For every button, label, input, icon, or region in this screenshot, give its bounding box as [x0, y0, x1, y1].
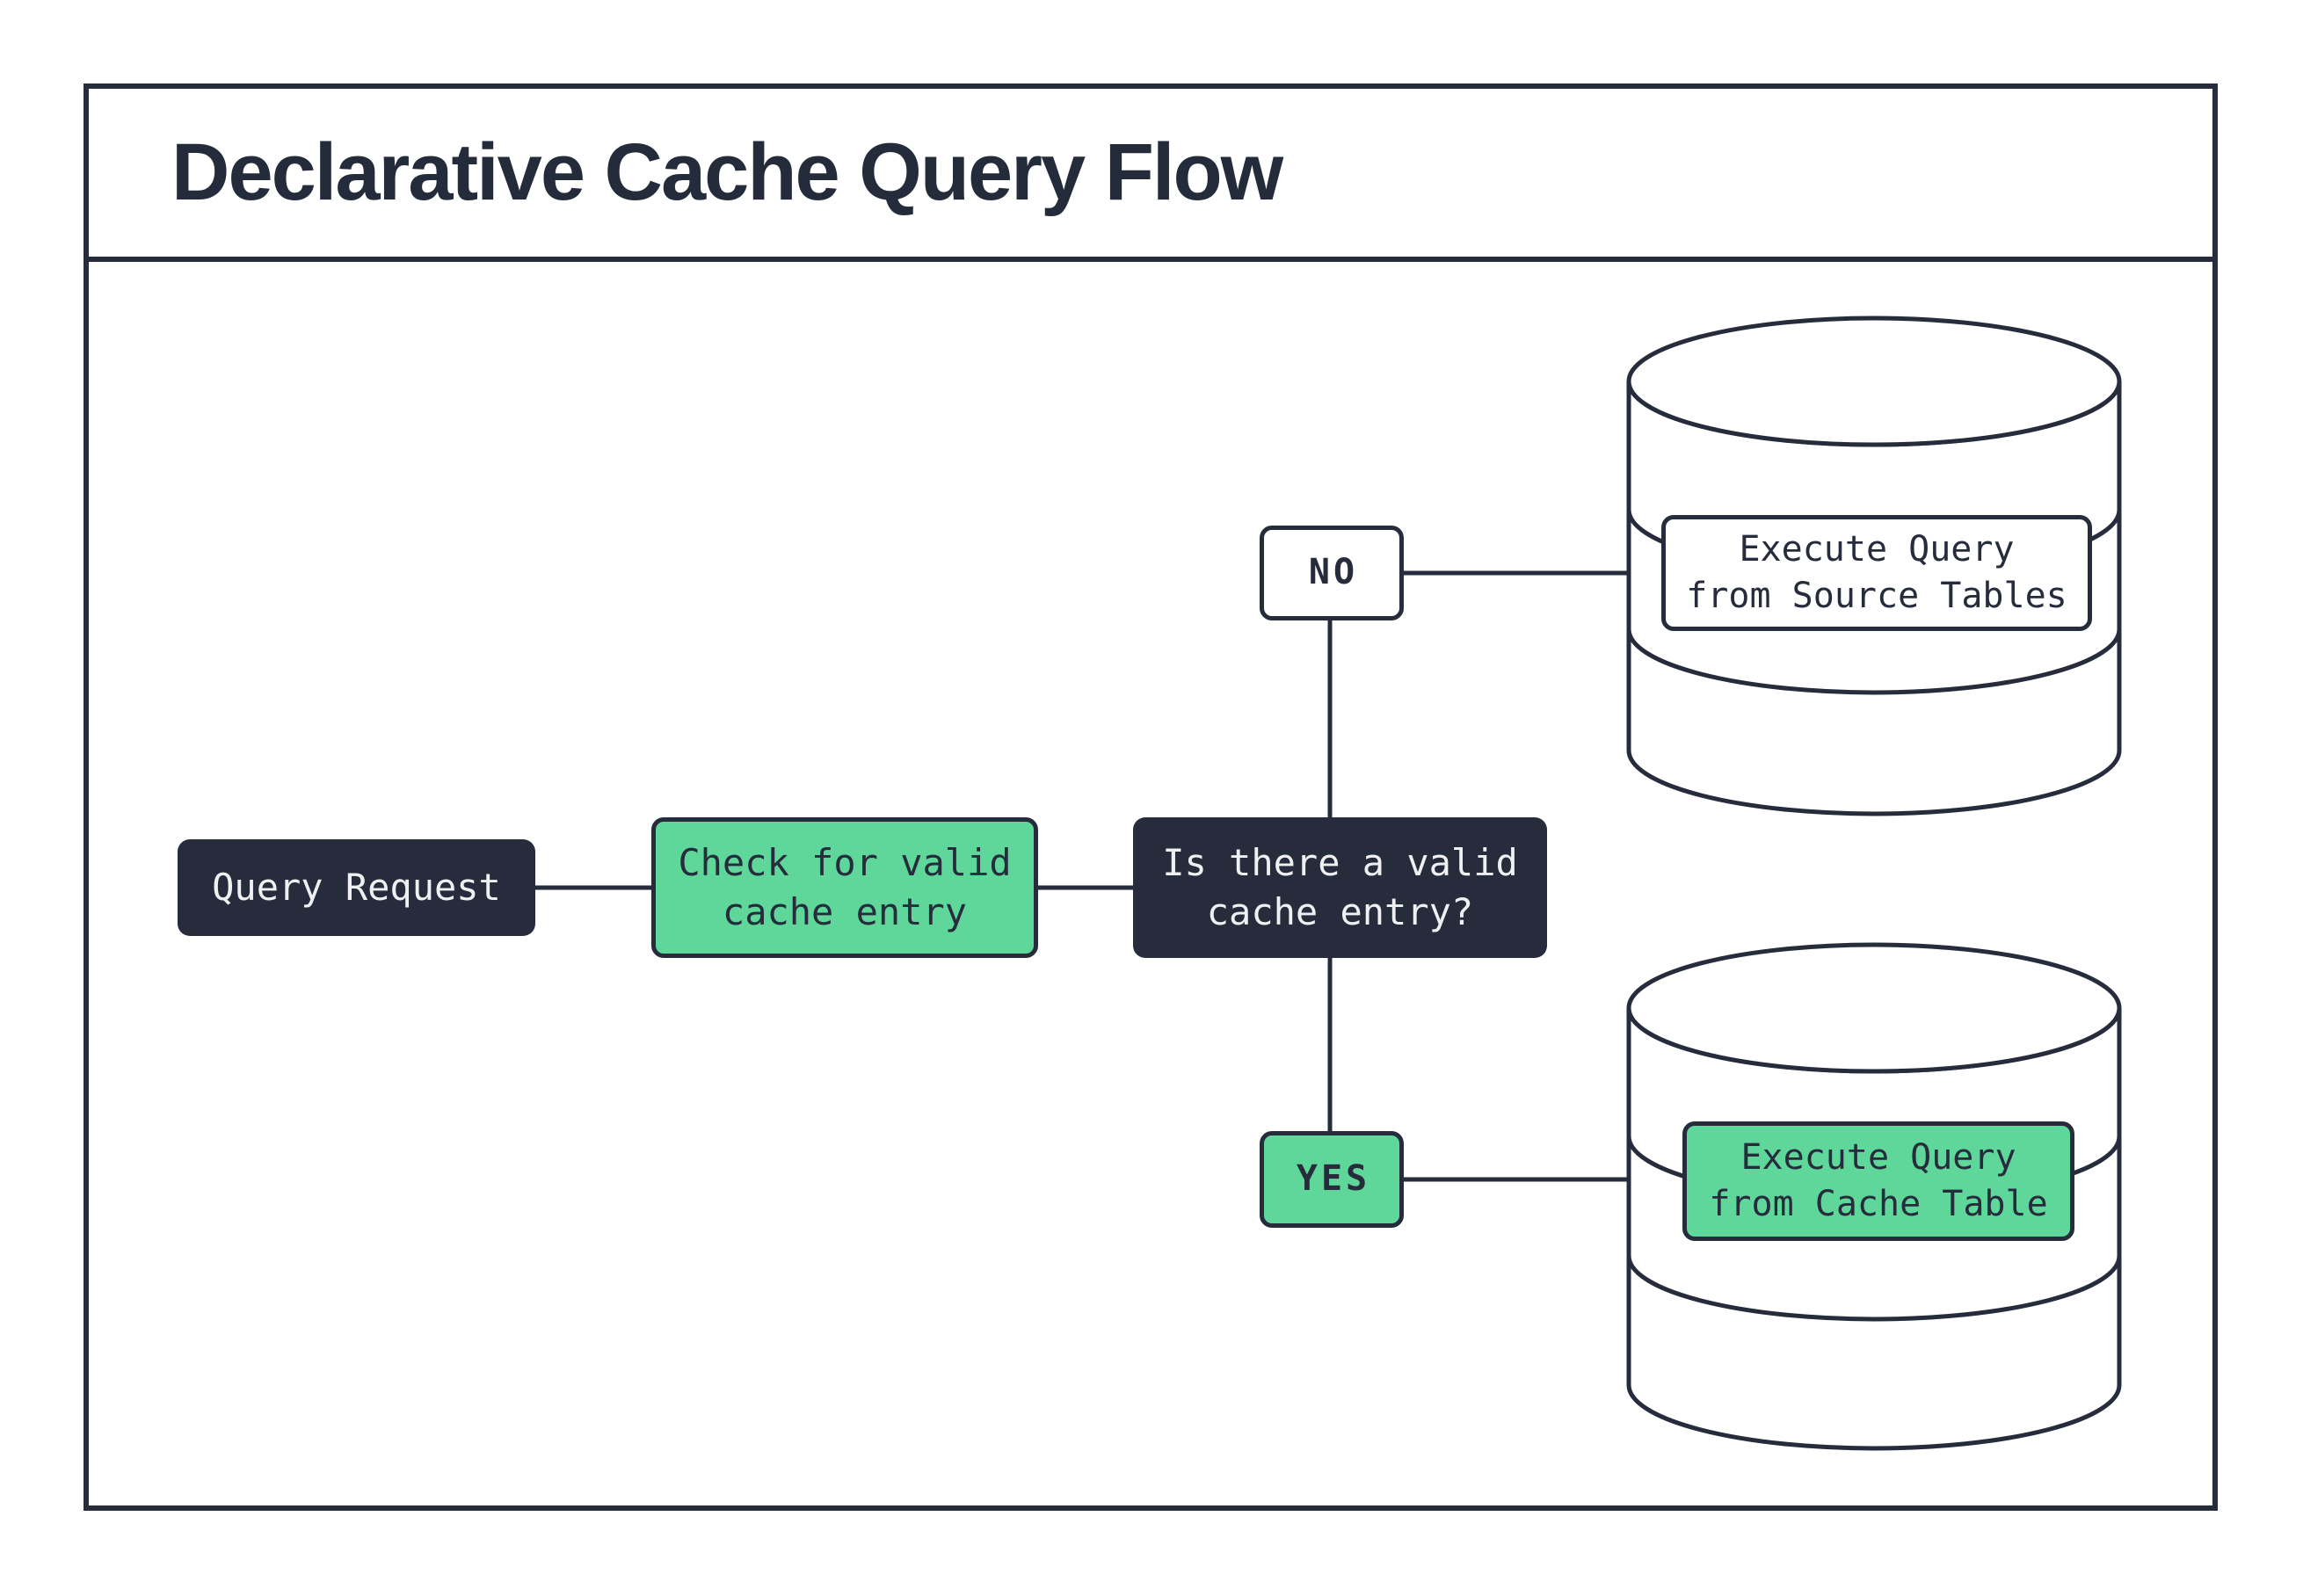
diagram-title: Declarative Cache Query Flow: [171, 127, 1283, 217]
header-divider: [84, 257, 2218, 262]
decision-node: Is there a valid cache entry?: [1133, 817, 1547, 958]
check-cache-node: Check for valid cache entry: [651, 817, 1038, 958]
cache-db-cylinder: [1626, 942, 2122, 1451]
diagram-frame: [84, 83, 2218, 1511]
query-request-node: Query Request: [178, 839, 535, 936]
yes-edge-label: YES: [1260, 1131, 1404, 1228]
execute-source-tables-node: Execute Query from Source Tables: [1661, 515, 2092, 631]
no-edge-label: NO: [1260, 526, 1404, 620]
execute-cache-table-node: Execute Query from Cache Table: [1682, 1121, 2074, 1241]
